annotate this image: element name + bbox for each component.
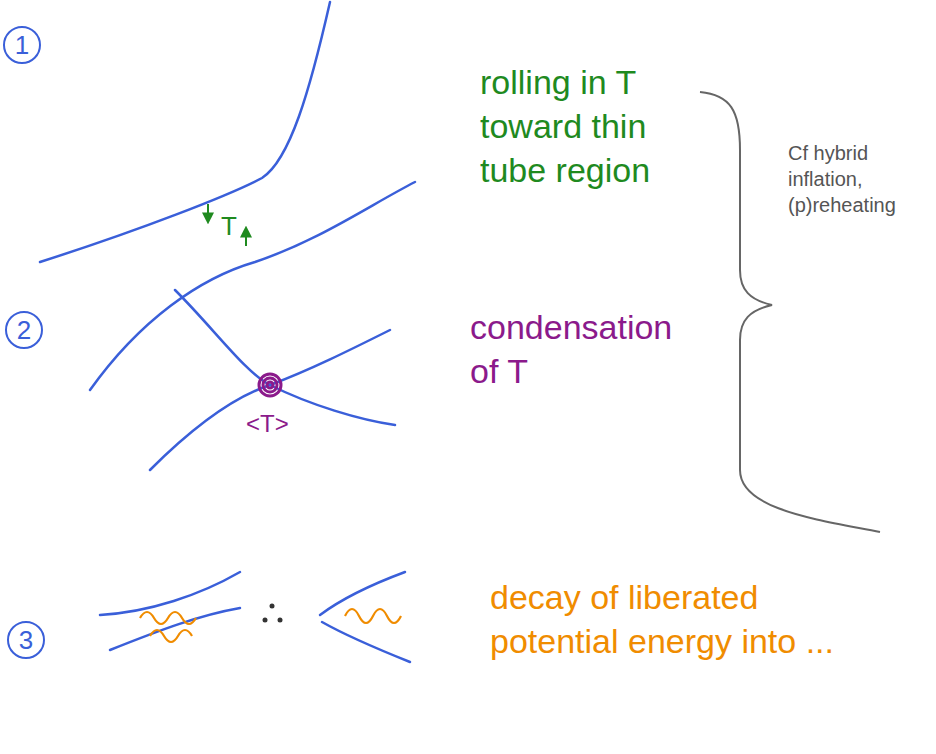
split-curve [320,572,405,615]
step-number: 1 [3,26,41,64]
step-number: 3 [7,621,45,659]
tube-curve [90,182,415,390]
arrow [207,204,209,222]
vev-label: <T> [246,408,289,439]
wave [140,612,196,624]
crossing-curve [150,330,390,470]
crossing-curve [175,290,395,425]
tube-curve [40,2,330,262]
split-curve [322,622,410,662]
number-text: 1 [15,32,29,58]
step-note: rolling in T toward thin tube region [480,60,690,193]
condensate-dot [259,374,281,396]
wave [150,630,192,642]
variable-label: T [221,210,237,244]
wave [345,609,401,623]
step-number: 2 [5,311,43,349]
arrow [245,228,247,246]
split-curve [110,608,240,650]
step-note: decay of liberated potential energy into… [490,575,850,663]
therefore-dots [263,604,283,623]
number-text: 2 [17,317,31,343]
side-note: Cf hybrid inflation, (p)reheating [788,140,928,218]
number-text: 3 [19,627,33,653]
step-note: condensation of T [470,305,695,393]
split-curve [100,572,240,615]
